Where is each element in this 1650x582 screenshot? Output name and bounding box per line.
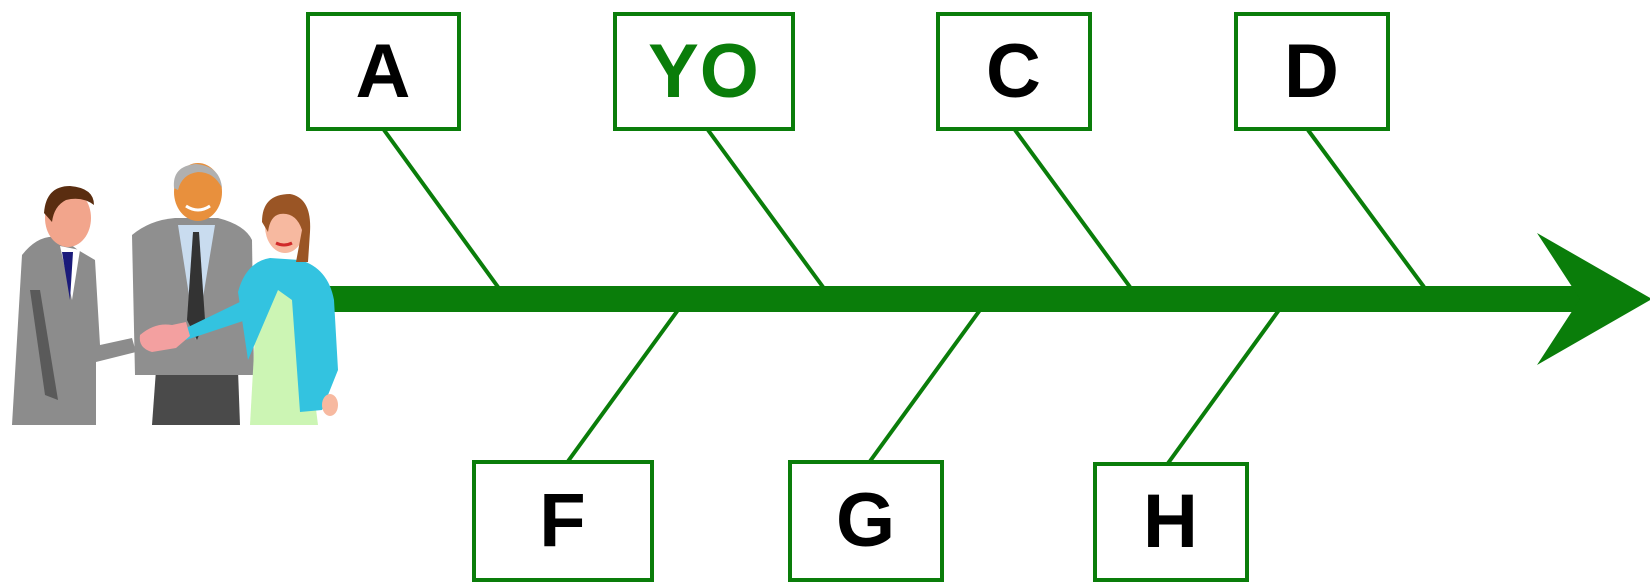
bone-top-d (1306, 128, 1426, 289)
cause-box-a: A (306, 12, 461, 131)
cause-box-d: D (1234, 12, 1390, 131)
cause-label-d: D (1284, 28, 1340, 114)
cause-box-f: F (472, 460, 654, 582)
cause-label-h: H (1143, 479, 1199, 564)
bone-bottom-h (1164, 308, 1281, 468)
woman-figure (182, 194, 338, 425)
cause-label-yo: YO (648, 28, 760, 114)
business-handshake-clipart-icon (12, 163, 338, 425)
cause-label-f: F (539, 478, 587, 563)
bone-top-a (382, 128, 500, 289)
bone-bottom-f (564, 308, 680, 466)
cause-box-yo: YO (613, 12, 795, 131)
cause-box-g: G (788, 460, 944, 582)
cause-label-a: A (355, 28, 412, 114)
spine-arrowhead (1537, 233, 1650, 365)
cause-label-g: G (835, 478, 897, 563)
bone-top-c (1013, 128, 1132, 289)
man-middle-figure (132, 163, 254, 425)
cause-label-c: C (986, 28, 1042, 114)
spine-line (325, 286, 1585, 312)
man-left-figure (12, 186, 136, 425)
bone-bottom-g (866, 308, 982, 466)
cause-box-h: H (1093, 462, 1249, 582)
cause-box-c: C (936, 12, 1092, 131)
bone-top-yo (706, 128, 825, 289)
